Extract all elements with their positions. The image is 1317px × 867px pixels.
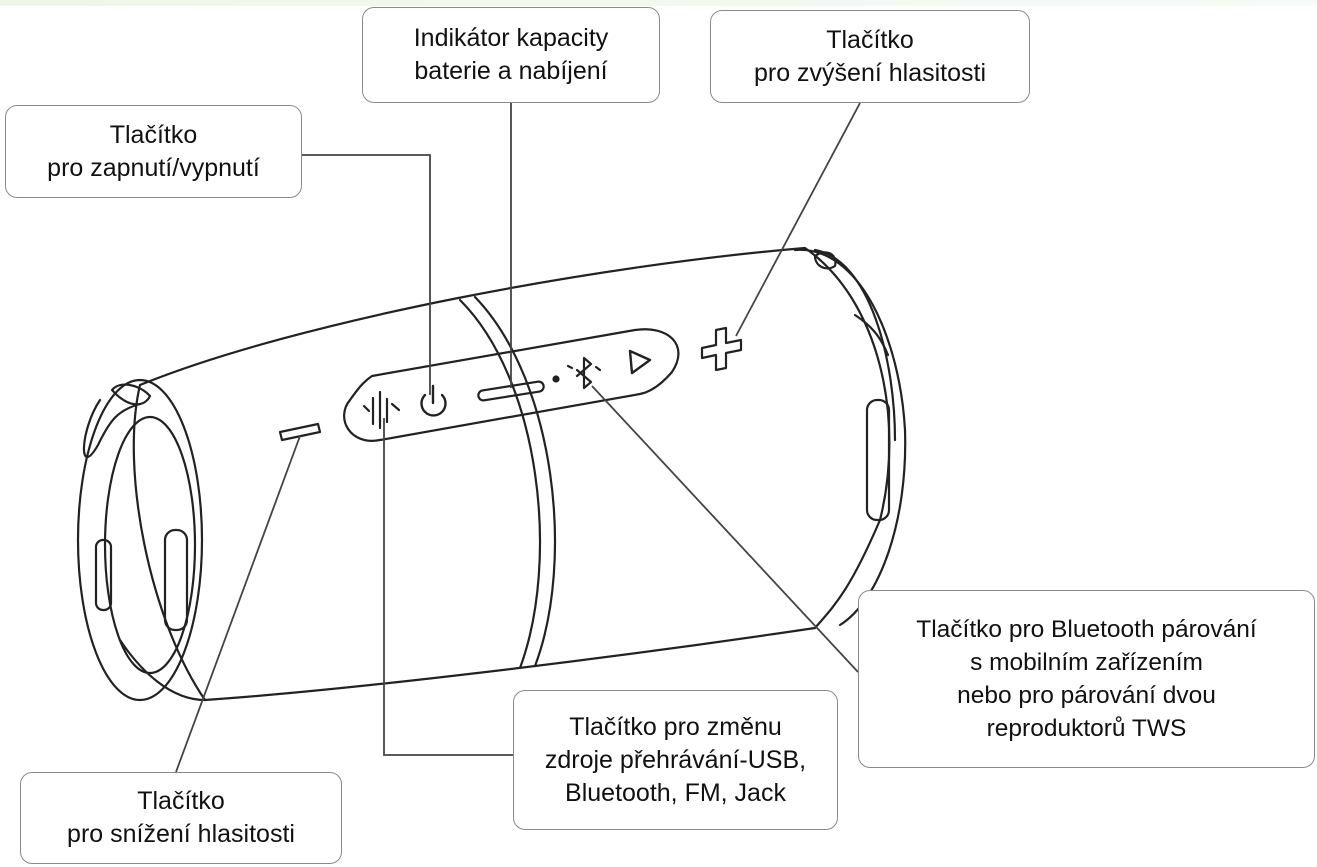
callout-text: Tlačítko pro změnu	[569, 712, 782, 741]
leader-line-bluetooth	[591, 385, 859, 673]
callout-power-button: Tlačítko pro zapnutí/vypnutí	[5, 105, 302, 198]
leader-line-volume-up	[735, 102, 861, 337]
plus-icon[interactable]	[700, 326, 743, 372]
leader-line-mode	[383, 418, 513, 756]
play-icon[interactable]	[628, 349, 652, 375]
callout-text: nebo pro párování dvou	[957, 682, 1216, 709]
callout-battery-indicator: Indikátor kapacity baterie a nabíjení	[362, 7, 660, 103]
callout-text: s mobilním zařízením	[970, 649, 1203, 676]
minus-icon[interactable]	[278, 422, 322, 442]
leader-line-volume-down	[175, 435, 301, 773]
mode-icon[interactable]	[362, 390, 401, 430]
right-strap-slot	[865, 398, 891, 522]
callout-text: baterie a nabíjení	[414, 57, 608, 85]
control-panel	[343, 328, 680, 442]
callout-text: pro zapnutí/vypnutí	[47, 153, 260, 182]
callout-volume-up: Tlačítko pro zvýšení hlasitosti	[710, 10, 1030, 103]
bluetooth-icon[interactable]	[566, 356, 602, 390]
top-bar	[0, 0, 1317, 6]
callout-text: Bluetooth, FM, Jack	[565, 778, 786, 807]
callout-text: zdroje přehrávání-USB,	[544, 745, 807, 774]
battery-led-icon	[477, 375, 560, 402]
left-strap-slot	[163, 528, 189, 632]
right-end-cap	[793, 248, 907, 627]
fabric-band	[458, 298, 542, 670]
power-icon[interactable]	[420, 384, 447, 417]
callout-volume-down: Tlačítko pro snížení hlasitosti	[20, 772, 342, 864]
left-end-cap	[76, 378, 204, 702]
callout-text: pro zvýšení hlasitosti	[753, 58, 987, 87]
leader-line-power	[302, 154, 431, 395]
callout-mode-button: Tlačítko pro změnu zdroje přehrávání-USB…	[513, 690, 838, 830]
callout-bluetooth-pairing: Tlačítko pro Bluetooth párování s mobiln…	[858, 590, 1315, 768]
callout-text: pro snížení hlasitosti	[67, 820, 295, 848]
callout-text: reproduktorů TWS	[986, 715, 1187, 742]
callout-text: Tlačítko pro Bluetooth párování	[916, 616, 1257, 643]
callout-text: Tlačítko	[826, 25, 914, 54]
callout-text: Indikátor kapacity	[413, 24, 609, 52]
speaker-body	[132, 246, 891, 702]
callout-text: Tlačítko	[109, 120, 198, 149]
callout-text: Tlačítko	[137, 787, 225, 815]
